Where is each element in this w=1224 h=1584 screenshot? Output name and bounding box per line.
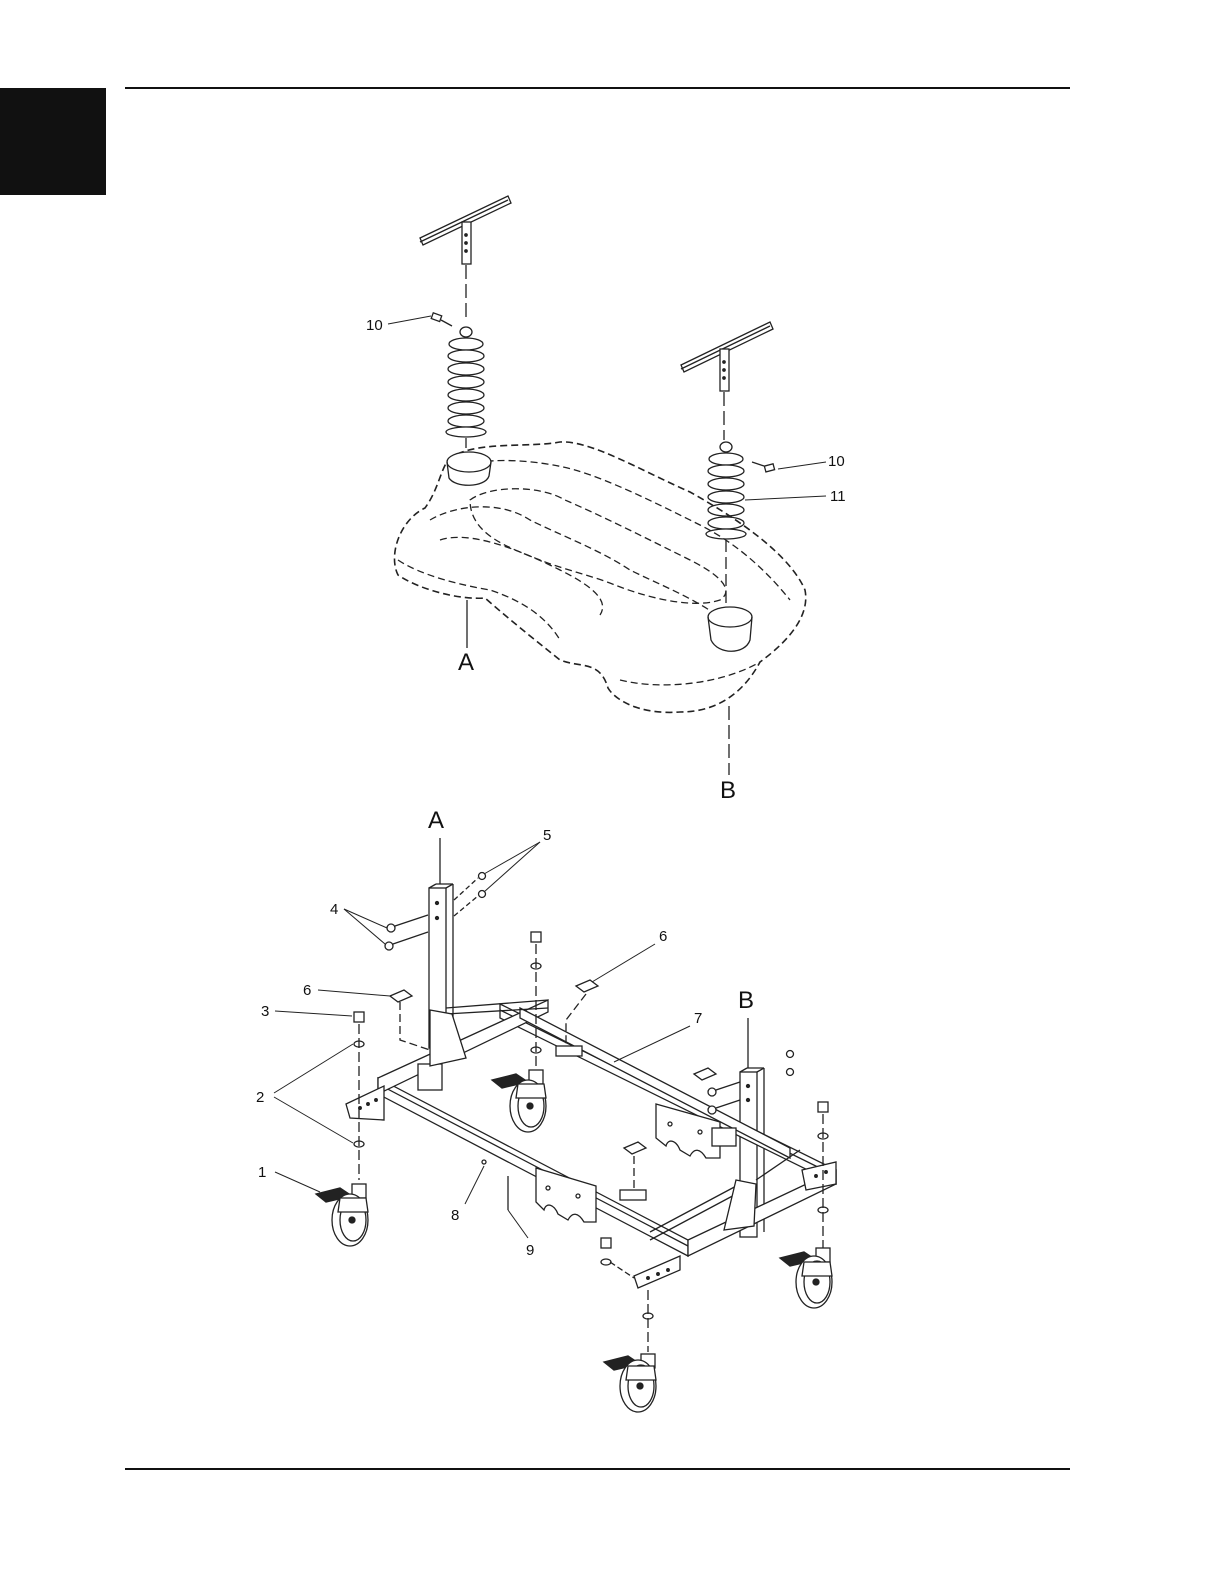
pad-1 <box>390 990 412 1002</box>
pad-4 <box>624 1142 646 1154</box>
pad-2 <box>576 980 598 992</box>
callout-8: 8 <box>451 1207 459 1224</box>
callout-4: 4 <box>330 901 338 918</box>
callout-11: 11 <box>830 488 846 505</box>
caster-left <box>316 1184 368 1246</box>
clip-bracket-4 <box>712 1128 736 1146</box>
end-bracket-left <box>346 1086 384 1120</box>
caster-right <box>780 1248 832 1308</box>
pad-3 <box>694 1068 716 1080</box>
mount-bracket-left <box>420 196 511 264</box>
callout-7: 7 <box>694 1010 702 1027</box>
callout-5: 5 <box>543 827 551 844</box>
caster-front <box>604 1354 656 1412</box>
callout-9: 9 <box>526 1242 534 1259</box>
callout-10-top: 10 <box>366 317 383 334</box>
callout-2: 2 <box>256 1089 264 1106</box>
end-bracket-front <box>634 1256 680 1288</box>
callout-A-bottom: A <box>428 807 444 834</box>
caster-stack-front <box>601 1238 653 1352</box>
caster-rear <box>492 1070 546 1132</box>
clip-bracket-1 <box>556 1046 582 1056</box>
bolt-2 <box>385 932 428 950</box>
callout-A-top: A <box>458 649 474 676</box>
callout-10-right: 10 <box>828 453 845 470</box>
mount-bracket-right <box>681 322 773 391</box>
callout-B-top: B <box>720 777 736 804</box>
bellows-right <box>706 442 746 539</box>
shell-socket-left <box>447 452 491 485</box>
bolt-1 <box>387 915 428 932</box>
screw-right <box>752 462 775 472</box>
screw-left <box>431 313 452 326</box>
callout-B-bottom: B <box>738 987 754 1014</box>
clip-bracket-2 <box>620 1190 646 1200</box>
shell-socket-right <box>708 607 752 651</box>
bellows-left <box>446 327 486 437</box>
callout-6-left: 6 <box>303 982 311 999</box>
callout-3: 3 <box>261 1003 269 1020</box>
callout-6-right: 6 <box>659 928 667 945</box>
clip-bracket-3 <box>418 1064 442 1090</box>
callout-1: 1 <box>258 1164 266 1181</box>
